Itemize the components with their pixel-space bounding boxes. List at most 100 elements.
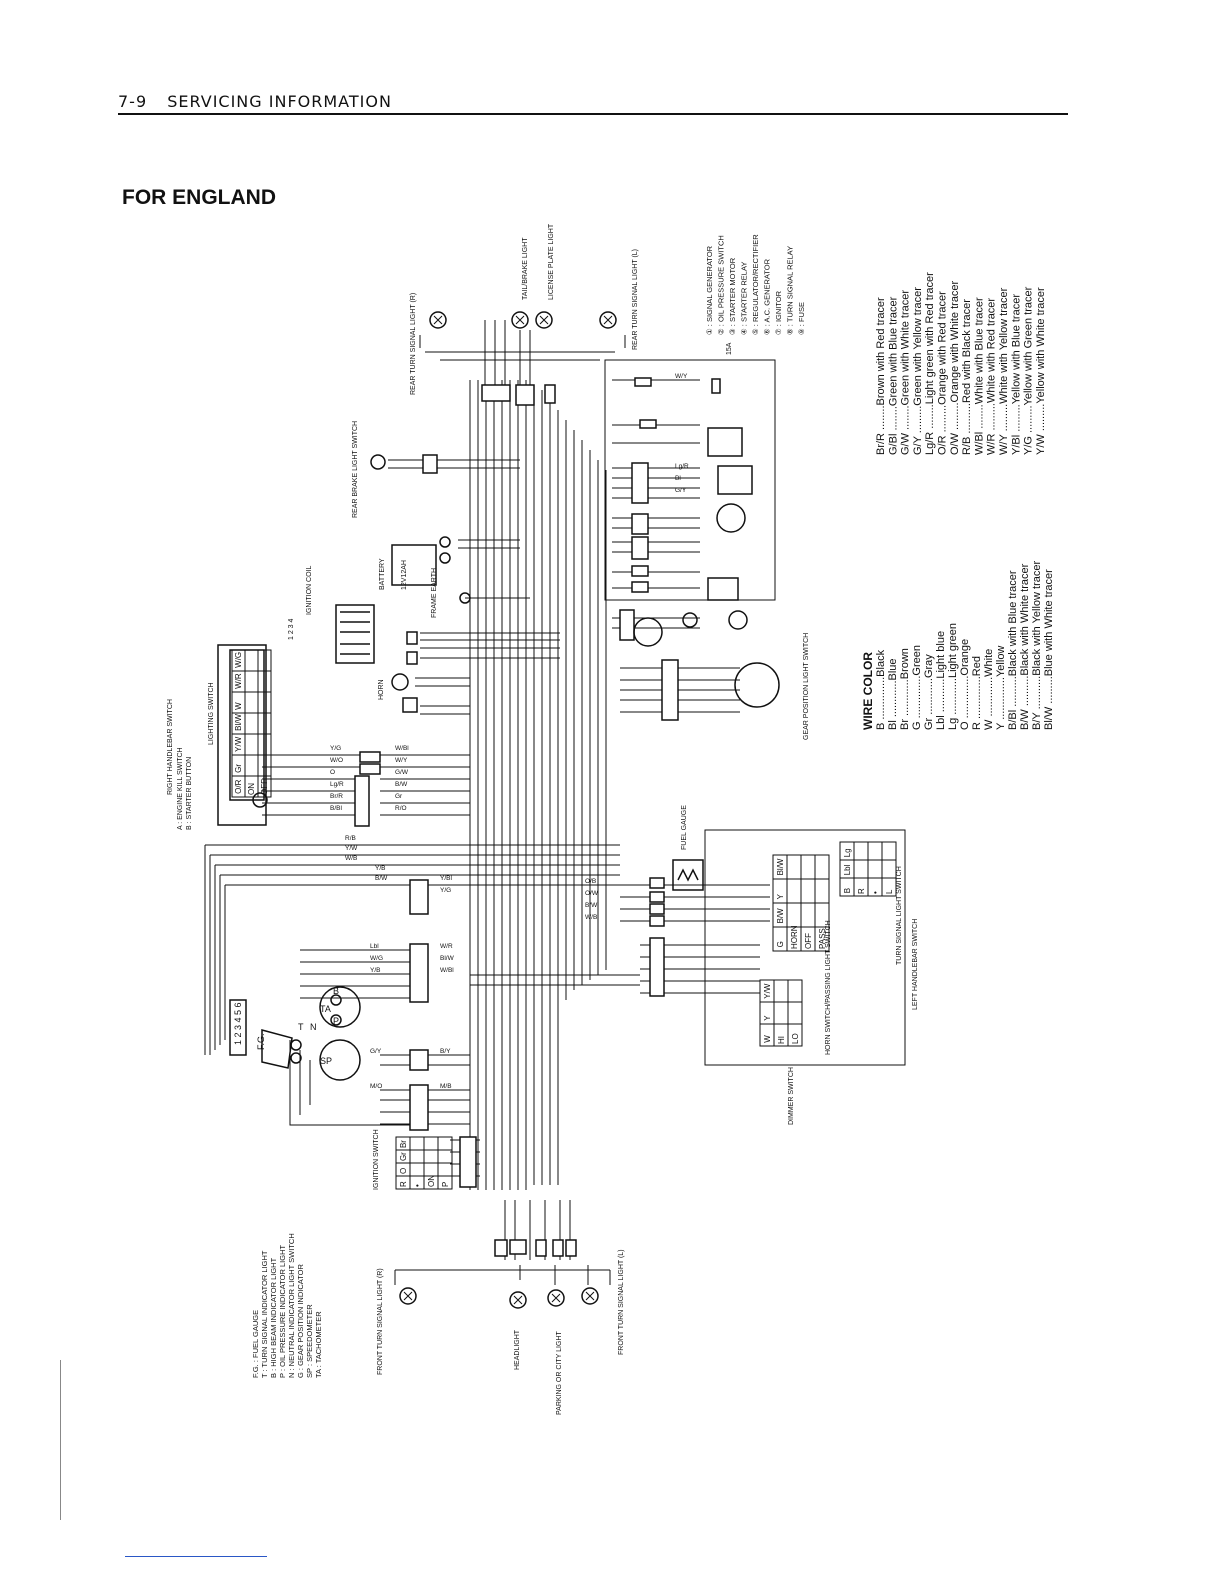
wire-tag: Bl xyxy=(675,475,681,482)
wire-color-item: Gr ............Gray xyxy=(923,654,935,730)
wire-tag: B/W xyxy=(395,781,408,788)
frame-earth-label: FRAME EARTH xyxy=(431,568,438,618)
ignition-switch-row: P xyxy=(441,1182,450,1187)
tail-brake-label: TAIL/BRAKE LIGHT xyxy=(522,237,529,300)
meter-fg-fan xyxy=(261,1029,293,1069)
horn-switch-header: G xyxy=(776,941,785,947)
wire-color-item: R/B ..........Red with Black tracer xyxy=(961,299,973,455)
front-left-turn-bulb xyxy=(581,1287,599,1305)
dimmer-switch-label: DIMMER SWITCH xyxy=(788,1067,795,1125)
wire-tag: Y/G xyxy=(440,887,451,894)
wire-color-item: Bl/W .........Blue with White tracer xyxy=(1043,569,1055,730)
meter-legend-item: P : OIL PRESSURE INDICATOR LIGHT xyxy=(278,1244,287,1378)
component-legend-item: ⑦ : IGNITOR xyxy=(774,290,783,335)
wire-tag: O/W xyxy=(585,890,599,897)
wire-tag: M/B xyxy=(440,1083,452,1090)
ignition-switch-row: • xyxy=(413,1184,422,1187)
wire-color-item: W/Bl ........White with Blue tracer xyxy=(973,297,985,455)
wire-color-item: G/W ........Green with White tracer xyxy=(900,290,912,455)
gear-position-switch-symbol xyxy=(734,662,780,708)
section-title: SERVICING INFORMATION xyxy=(167,92,392,111)
wire-color-item: W .............White xyxy=(983,649,995,730)
meter-legend-item: F.G. : FUEL GAUGE xyxy=(251,1310,260,1378)
wire-color-item: Y/W .........Yellow with White tracer xyxy=(1035,287,1047,455)
meter-fg-letter: F.G. xyxy=(256,1033,266,1050)
wire-color-item: Y/G .........Yellow with Green tracer xyxy=(1023,286,1035,455)
wire-tag: G/W xyxy=(395,769,409,776)
dimmer-switch-row: LO xyxy=(791,1033,800,1044)
wire-tag: W/G xyxy=(370,955,383,962)
turn-switch-row: L xyxy=(885,889,894,894)
lighting-switch-row: OFF xyxy=(260,779,269,795)
ignition-coil-numbers: 1 2 3 4 xyxy=(288,618,295,640)
lighting-switch-header: W/R xyxy=(234,673,243,689)
rear-right-turn-bulb xyxy=(429,311,447,329)
oil-pressure-switch-symbol xyxy=(682,612,698,628)
wire-tag: O/B xyxy=(585,878,596,885)
lighting-switch-header: Bl/W xyxy=(234,714,243,731)
fuel-gauge-label: FUEL GAUGE xyxy=(681,805,688,850)
wire-color-item: B/W ..........Black with White tracer xyxy=(1019,563,1031,730)
ignition-switch-row: ON xyxy=(427,1175,436,1187)
wire-tag: Y/B xyxy=(370,967,380,974)
wire-tag: Y/Bl xyxy=(440,875,452,882)
ignition-coil-label: IGNITION COIL xyxy=(306,566,313,616)
meter-b-letter: B xyxy=(333,986,339,996)
left-handlebar-switch-label: LEFT HANDLEBAR SWITCH xyxy=(912,919,919,1010)
right-handlebar-switch-box xyxy=(217,644,267,826)
fuel-gauge-meter xyxy=(229,999,247,1056)
horn-switch-row: PASS xyxy=(818,928,827,949)
horn-symbol xyxy=(391,673,409,691)
meter-legend-item: T : TURN SIGNAL INDICATOR LIGHT xyxy=(260,1250,269,1378)
parking-light-bulb xyxy=(547,1289,565,1307)
wire-color-item: R ..............Red xyxy=(971,656,983,730)
component-legend-item: ④ : STARTER RELAY xyxy=(740,262,749,335)
lighting-switch-row: ON xyxy=(247,783,256,795)
components xyxy=(217,311,780,1309)
wire-tag: R/B xyxy=(345,835,356,842)
wire-tag: W/R xyxy=(440,943,453,950)
wire-color-item: Y/Bl .........Yellow with Blue tracer xyxy=(1010,294,1022,455)
battery-label: BATTERY xyxy=(379,558,386,590)
battery-symbol xyxy=(391,544,437,586)
rear-brake-switch-symbol xyxy=(370,454,386,470)
parking-city-label: PARKING OR CITY LIGHT xyxy=(556,1331,563,1415)
wire-tag: Y/G xyxy=(330,745,341,752)
wire-color-item: Bl ............Blue xyxy=(887,658,899,730)
footer-rule xyxy=(125,1556,267,1557)
horn-switch-row: OFF xyxy=(804,933,813,949)
page-header: 7-9 SERVICING INFORMATION xyxy=(118,92,392,111)
wire-color-item: O ..............Orange xyxy=(959,639,971,730)
page-number: 7-9 xyxy=(118,92,148,111)
ignition-coil-symbol xyxy=(335,604,375,664)
wire-color-item: Lg/R ........Light green with Red tracer xyxy=(924,272,936,455)
wire-color-item: G/Y .........Green with Yellow tracer xyxy=(912,287,924,455)
fuse-rating-label: 15A xyxy=(726,342,733,355)
wire-tag: W/Bl xyxy=(395,745,409,752)
wire-tag: Lg/R xyxy=(675,463,689,470)
wire-color-item: B/Y ...........Black with Yellow tracer xyxy=(1031,561,1043,730)
meter-legend-item: N : NEUTRAL INDICATOR LIGHT SWITCH xyxy=(287,1233,296,1378)
ac-generator-symbol xyxy=(716,503,746,533)
headlight-label: HEADLIGHT xyxy=(514,1329,521,1370)
wire-tag: W/B xyxy=(345,855,357,862)
turn-signal-switch-label: TURN SIGNAL LIGHT SWITCH xyxy=(896,866,903,965)
rear-brake-switch-label: REAR BRAKE LIGHT SWITCH xyxy=(352,421,359,518)
front-turn-left-label: FRONT TURN SIGNAL LIGHT (L) xyxy=(618,1249,625,1355)
lighting-switch-header: W/G xyxy=(234,652,243,668)
license-plate-bulb xyxy=(535,311,553,329)
component-legend-item: ① : SIGNAL GENERATOR xyxy=(705,245,714,335)
starter-motor-symbol xyxy=(728,610,748,630)
turn-switch-header: Lg xyxy=(843,848,852,857)
meter-t-letter: T xyxy=(298,1022,304,1032)
wire-tag: B/W xyxy=(375,875,388,882)
wire-tag: Gr xyxy=(395,793,403,800)
